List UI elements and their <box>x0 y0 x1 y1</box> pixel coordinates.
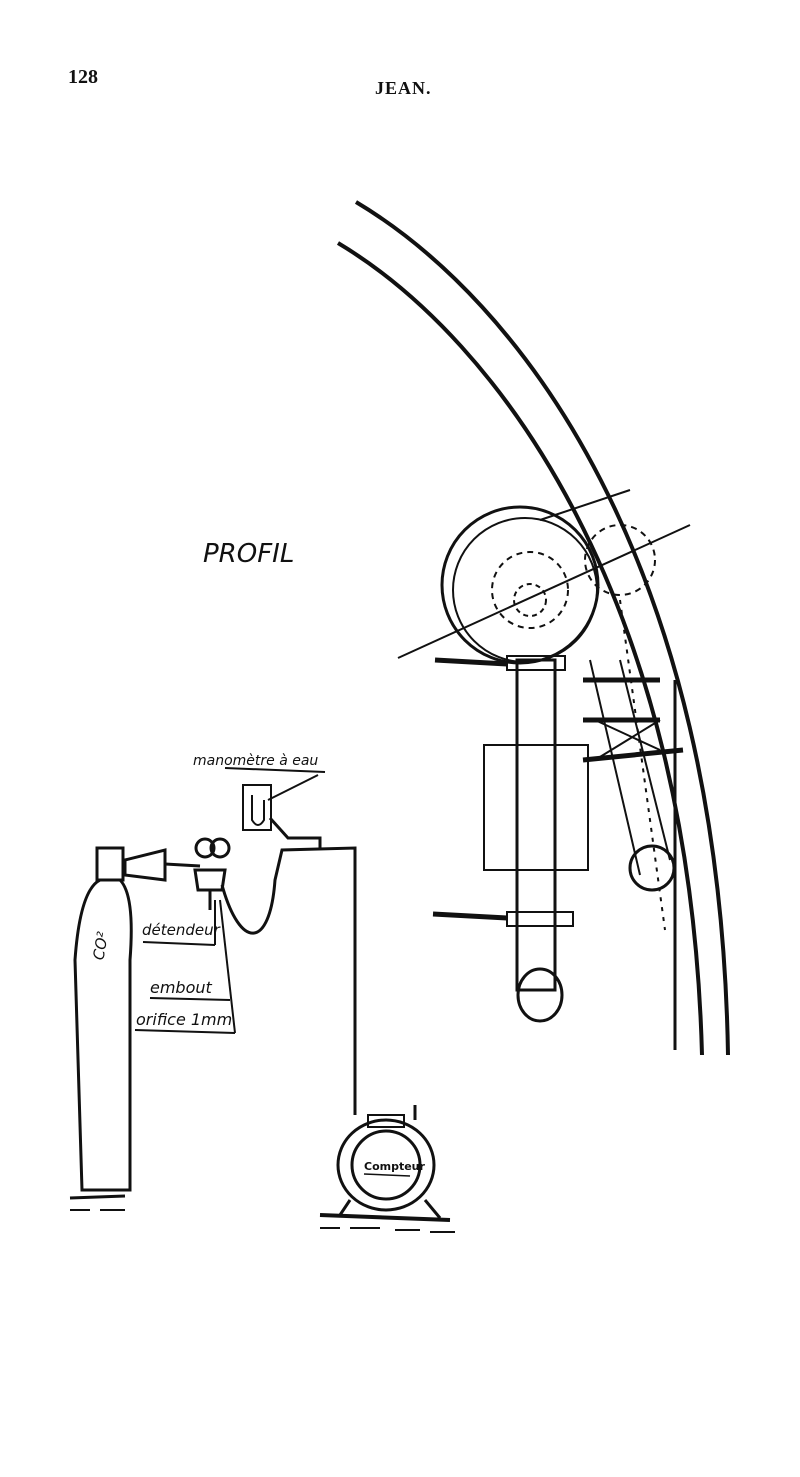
inner-arc <box>336 241 704 1056</box>
label-nozzle: embout <box>150 978 213 997</box>
label-orifice: orifice 1mm <box>136 1010 232 1029</box>
label-meter: Compteur <box>364 1160 426 1173</box>
outer-arc <box>354 200 730 1056</box>
label-cylinder: CO² <box>89 930 112 961</box>
label-manometer: manomètre à eau <box>193 753 318 769</box>
co2-cylinder <box>73 878 133 1192</box>
label-regulator: détendeur <box>142 921 221 939</box>
gas-meter <box>336 1118 436 1212</box>
wheel-inner <box>452 517 598 663</box>
page-number: 128 <box>68 66 98 88</box>
wheel-outer <box>440 505 600 665</box>
manometer-board <box>242 784 272 831</box>
running-title: JEAN. <box>375 78 432 98</box>
figure-title: PROFIL <box>203 539 294 569</box>
